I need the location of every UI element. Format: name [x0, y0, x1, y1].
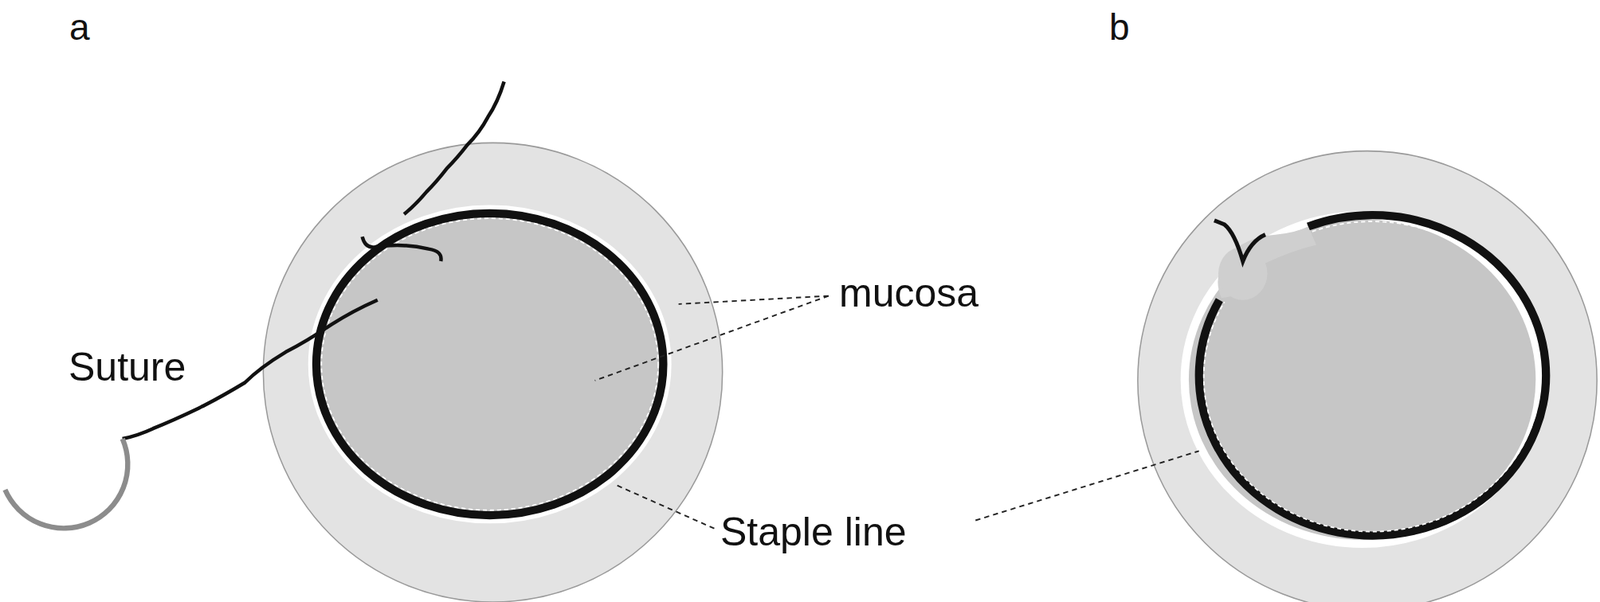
part-label: mucosa [839, 273, 979, 314]
panel-letter: b [1109, 8, 1130, 46]
panel-a-drawing [4, 82, 722, 602]
panel-letter: a [69, 8, 91, 46]
panel-b-drawing [1137, 151, 1597, 602]
part-label: Staple line [720, 512, 907, 553]
part-label: Suture [68, 347, 186, 388]
leader-lines [595, 296, 1200, 530]
